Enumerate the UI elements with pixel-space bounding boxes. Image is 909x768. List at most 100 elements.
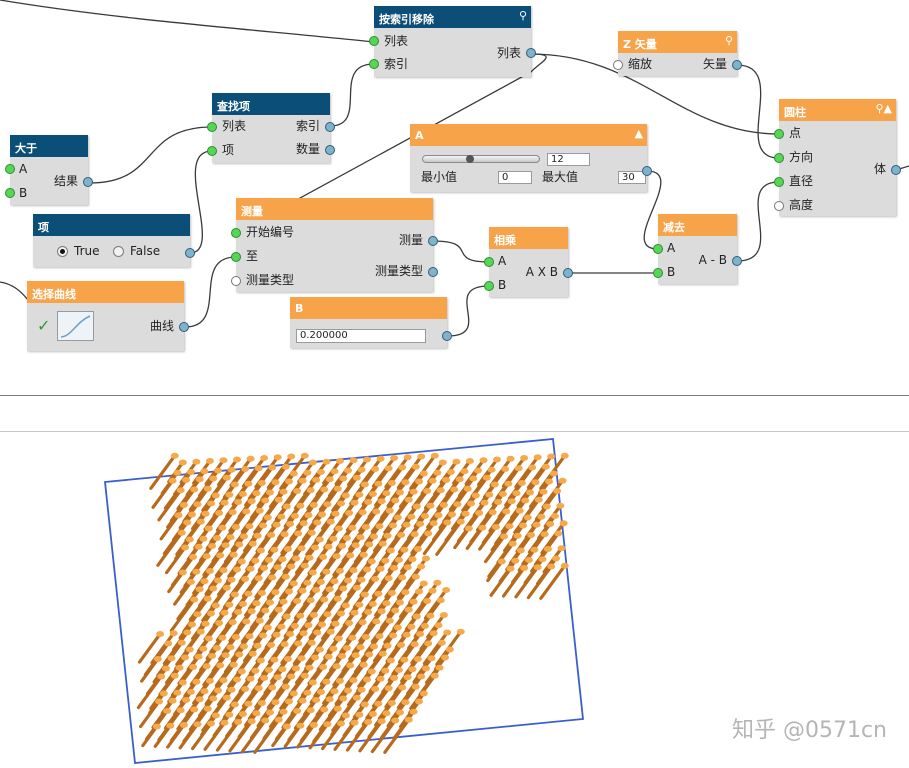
output-port-product[interactable] xyxy=(563,268,573,278)
output-port-value[interactable] xyxy=(642,166,652,176)
cylinder-cap xyxy=(257,479,266,486)
slider-track[interactable] xyxy=(422,155,540,163)
cylinder-cap xyxy=(416,630,425,637)
search-icon[interactable]: ⚲ xyxy=(518,9,527,22)
cylinder-cap xyxy=(233,456,242,463)
cylinder-cap xyxy=(371,685,380,692)
input-port-b[interactable] xyxy=(5,188,15,198)
min-value-input[interactable]: 0 xyxy=(498,171,532,184)
output-port-curve[interactable] xyxy=(179,322,189,332)
node-find-item[interactable]: 查找项 列表 项 索引 数量 xyxy=(207,93,335,163)
node-header[interactable]: 减去 xyxy=(658,214,737,236)
true-radio[interactable] xyxy=(57,246,68,257)
cylinder-cap xyxy=(360,701,369,708)
cylinder-cap xyxy=(558,477,567,484)
node-multiply[interactable]: 相乘 A B A X B xyxy=(484,227,573,297)
cylinder-cap xyxy=(361,633,370,640)
output-port-measure[interactable] xyxy=(428,236,438,246)
cylinder-cap xyxy=(229,661,238,668)
output-port-vector[interactable] xyxy=(732,60,742,70)
cylinder-cap xyxy=(179,721,188,728)
input-port-b[interactable] xyxy=(653,268,663,278)
input-port-radius[interactable] xyxy=(774,177,784,187)
input-port-start[interactable] xyxy=(231,228,241,238)
curve-preview-icon[interactable] xyxy=(57,311,94,341)
cylinder-cap xyxy=(397,641,406,648)
cylinder-cap xyxy=(303,689,312,696)
input-port-item[interactable] xyxy=(207,146,217,156)
input-port-index[interactable] xyxy=(369,59,379,69)
cylinder-body xyxy=(514,565,540,599)
node-boolean[interactable]: 项 True False xyxy=(33,214,195,267)
cylinder-cap xyxy=(355,601,364,608)
input-port-a[interactable] xyxy=(653,244,663,254)
cylinder-cap xyxy=(309,501,318,508)
node-header[interactable]: 项 xyxy=(33,214,190,236)
node-header[interactable]: 圆柱 ⚲▲ xyxy=(779,99,896,121)
cylinder-cap xyxy=(296,502,305,509)
output-port-difference[interactable] xyxy=(732,256,742,266)
search-icon[interactable]: ⚲ xyxy=(724,34,733,47)
node-header[interactable]: Z 矢量 ⚲ xyxy=(618,31,737,53)
collapse-icon[interactable]: ▲ xyxy=(634,127,643,140)
node-select-curve[interactable]: 选择曲线 ✓ 曲线 xyxy=(27,281,189,351)
node-cylinder[interactable]: 圆柱 ⚲▲ 点 方向 直径 高度 体 xyxy=(774,99,901,216)
output-port-type[interactable] xyxy=(428,267,438,277)
node-slider-a[interactable]: A ▲ 12 最小值 0 最大值 30 xyxy=(410,124,652,192)
cylinder-cap xyxy=(460,468,469,475)
input-port-type[interactable] xyxy=(231,276,241,286)
slider-value-input[interactable]: 12 xyxy=(547,153,590,166)
output-port-index[interactable] xyxy=(325,122,335,132)
search-icon[interactable]: ⚲▲ xyxy=(875,102,892,115)
node-header[interactable]: 按索引移除 ⚲ xyxy=(374,6,531,28)
cylinder-body xyxy=(141,724,159,748)
cylinder-cap xyxy=(337,610,346,617)
cylinder-body xyxy=(526,564,553,600)
cylinder-cap xyxy=(319,663,328,670)
cylinder-cap xyxy=(452,458,461,465)
node-number-b[interactable]: B 0.200000 xyxy=(290,297,452,348)
cylinder-cap xyxy=(194,653,203,660)
node-header[interactable]: 测量 xyxy=(236,198,433,220)
node-header[interactable]: B xyxy=(290,297,447,319)
input-port-list[interactable] xyxy=(369,36,379,46)
cylinder-cap xyxy=(323,721,332,728)
node-remove-by-index[interactable]: 按索引移除 ⚲ 列表 索引 列表 xyxy=(369,6,536,77)
node-header[interactable]: 查找项 xyxy=(212,93,330,115)
node-header[interactable]: 大于 xyxy=(10,135,88,157)
port-label: 矢量 xyxy=(702,57,727,71)
output-port-solid[interactable] xyxy=(891,165,901,175)
input-port-scale[interactable] xyxy=(613,60,623,70)
output-port-number[interactable] xyxy=(442,331,452,341)
input-port-direction[interactable] xyxy=(774,153,784,163)
output-port-count[interactable] xyxy=(325,145,335,155)
output-port-result[interactable] xyxy=(83,177,93,187)
node-subtract[interactable]: 减去 A B A - B xyxy=(653,214,742,284)
cylinder-cap xyxy=(377,718,386,725)
node-header[interactable]: A ▲ xyxy=(410,124,647,146)
number-input[interactable]: 0.200000 xyxy=(296,329,426,343)
node-z-vector[interactable]: Z 矢量 ⚲ 缩放 矢量 xyxy=(613,31,742,76)
cylinder-cap xyxy=(381,667,390,674)
node-greater-than[interactable]: 大于 A B 结果 xyxy=(5,135,93,205)
input-port-to[interactable] xyxy=(231,252,241,262)
node-measure[interactable]: 测量 开始编号 至 测量类型 测量 测量类型 xyxy=(231,198,438,292)
input-port-list[interactable] xyxy=(207,122,217,132)
node-header[interactable]: 相乘 xyxy=(489,227,568,249)
max-value-input[interactable]: 30 xyxy=(618,171,646,184)
watermark-text: 知乎 @0571cn xyxy=(731,718,887,743)
cylinder-cap xyxy=(429,520,438,527)
slider-thumb[interactable] xyxy=(466,155,474,163)
3d-viewport[interactable]: 知乎 @0571cn xyxy=(0,432,909,768)
input-port-a[interactable] xyxy=(484,257,494,267)
node-header[interactable]: 选择曲线 xyxy=(27,281,184,303)
input-port-point[interactable] xyxy=(774,129,784,139)
cylinder-cap xyxy=(315,536,324,543)
cylinder-cap xyxy=(273,674,282,681)
output-port-bool[interactable] xyxy=(185,248,195,258)
input-port-b[interactable] xyxy=(484,281,494,291)
output-port-list[interactable] xyxy=(526,48,536,58)
input-port-a[interactable] xyxy=(5,164,15,174)
input-port-height[interactable] xyxy=(774,201,784,211)
false-radio[interactable] xyxy=(113,246,124,257)
